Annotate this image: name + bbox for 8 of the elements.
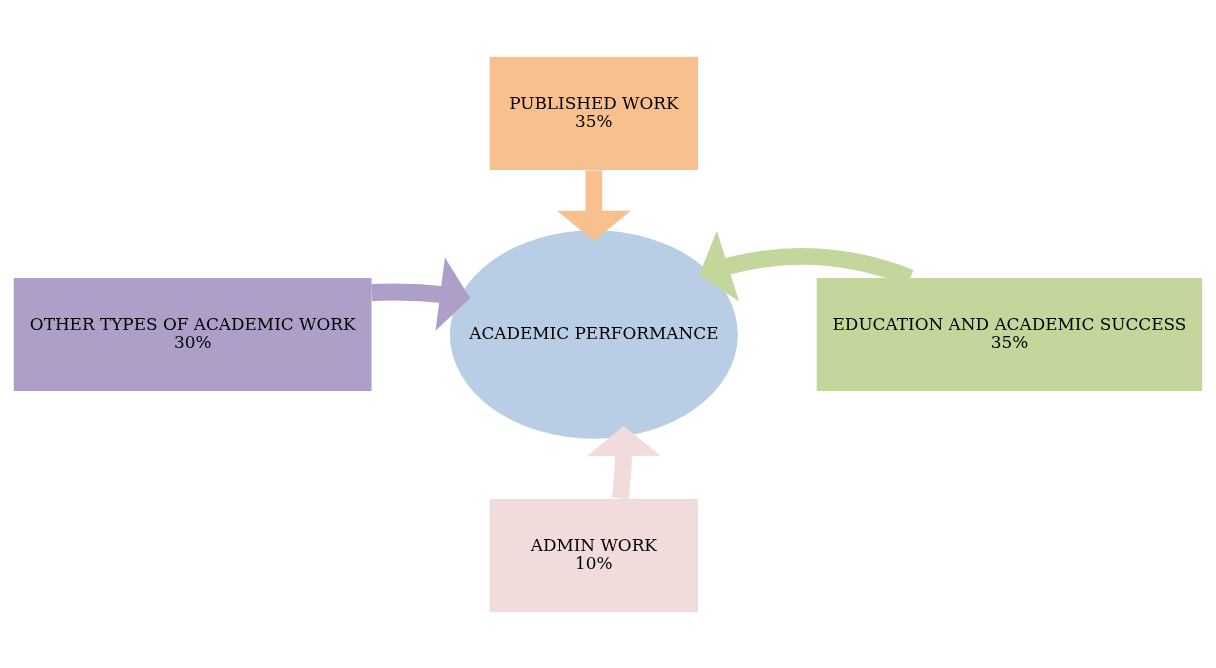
node-box: ADMIN WORK 10% <box>489 498 699 612</box>
node-box: EDUCATION AND ACADEMIC SUCCESS 35% <box>816 277 1203 391</box>
arrow <box>556 169 631 241</box>
node-box: PUBLISHED WORK 35% <box>489 56 699 170</box>
arrow <box>586 425 661 500</box>
node-box: OTHER TYPES OF ACADEMIC WORK 30% <box>13 277 372 391</box>
arrow <box>699 230 914 301</box>
arrow <box>371 257 471 331</box>
